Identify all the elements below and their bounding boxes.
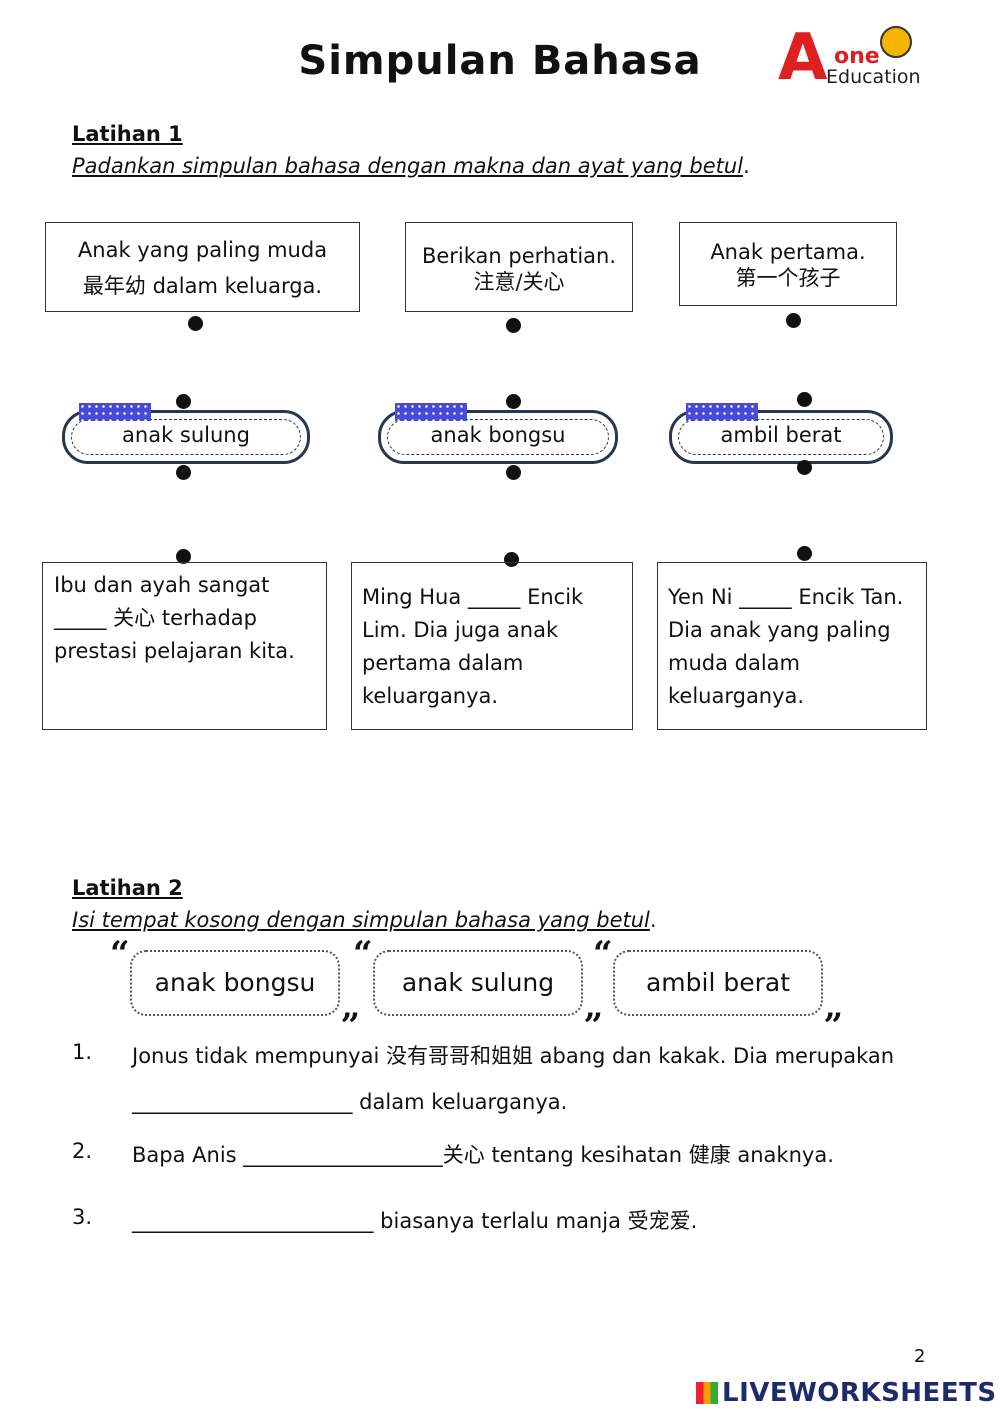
- question-number: 2.: [72, 1139, 93, 1163]
- idiom-card: anak sulung: [62, 403, 310, 464]
- match-dot[interactable]: [797, 546, 812, 561]
- page-title: Simpulan Bahasa: [298, 38, 702, 84]
- latihan1-heading: Latihan 1: [72, 122, 183, 146]
- meaning-box: Anak pertama. 第一个孩子: [679, 222, 897, 306]
- word-bank-item: “” anak bongsu: [110, 934, 360, 1046]
- question-blank-line[interactable]: _____________________ dalam keluarganya.: [132, 1090, 568, 1114]
- latihan1-instruction: Padankan simpulan bahasa dengan makna da…: [72, 154, 750, 178]
- match-dot[interactable]: [188, 316, 203, 331]
- aone-education-logo: A one Education: [778, 21, 921, 95]
- page-number: 2: [914, 1346, 926, 1367]
- idiom-card: ambil berat: [669, 403, 893, 464]
- match-dot[interactable]: [176, 394, 191, 409]
- sentence-box: Ibu dan ayah sangat _____ 关心 terhadap pr…: [42, 562, 327, 730]
- tape-decoration: [395, 403, 467, 421]
- tape-decoration: [79, 403, 151, 421]
- match-dot[interactable]: [506, 394, 521, 409]
- match-dot[interactable]: [176, 465, 191, 480]
- question-text[interactable]: _______________________ biasanya terlalu…: [132, 1209, 698, 1233]
- liveworksheets-logo: LIVEWORKSHEETS: [696, 1378, 997, 1408]
- match-dot[interactable]: [506, 465, 521, 480]
- question-text: Jonus tidak mempunyai 没有哥哥和姐姐 abang dan …: [132, 1044, 895, 1068]
- tape-decoration: [686, 403, 758, 421]
- match-dot[interactable]: [504, 552, 519, 567]
- meaning-box: Berikan perhatian. 注意/关心: [405, 222, 633, 312]
- word-bank-item: “” ambil berat: [593, 934, 843, 1046]
- question-number: 3.: [72, 1205, 93, 1229]
- match-dot[interactable]: [797, 460, 812, 475]
- word-bank-item: “” anak sulung: [353, 934, 603, 1046]
- sentence-box: Yen Ni _____ Encik Tan. Dia anak yang pa…: [657, 562, 927, 730]
- meaning-box: Anak yang paling muda 最年幼 dalam keluarga…: [45, 222, 360, 312]
- question-text[interactable]: Bapa Anis ___________________关心 tentang …: [132, 1143, 834, 1167]
- match-dot[interactable]: [797, 392, 812, 407]
- match-dot[interactable]: [506, 318, 521, 333]
- bee-icon: [880, 26, 912, 58]
- sentence-box: Ming Hua _____ Encik Lim. Dia juga anak …: [351, 562, 633, 730]
- latihan2-heading: Latihan 2: [72, 876, 183, 900]
- idiom-card: anak bongsu: [378, 403, 618, 464]
- latihan2-instruction: Isi tempat kosong dengan simpulan bahasa…: [72, 908, 657, 932]
- liveworksheets-icon: [696, 1382, 718, 1404]
- match-dot[interactable]: [786, 313, 801, 328]
- question-number: 1.: [72, 1040, 93, 1064]
- match-dot[interactable]: [176, 549, 191, 564]
